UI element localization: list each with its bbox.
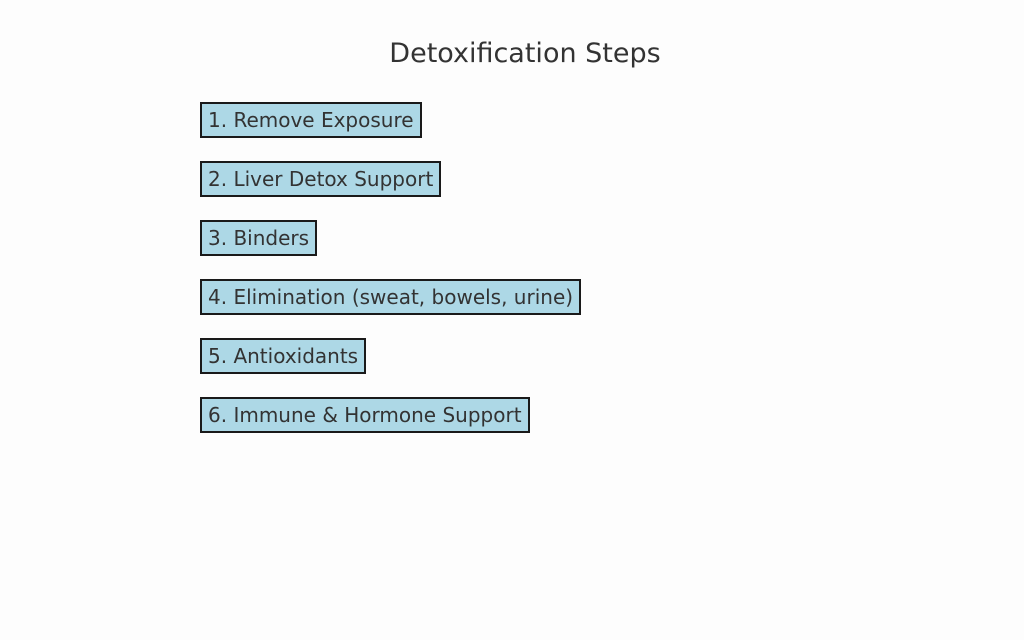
step-box: 2. Liver Detox Support (200, 161, 442, 197)
diagram-title: Detoxification Steps (389, 38, 661, 69)
step-box: 4. Elimination (sweat, bowels, urine) (200, 279, 582, 315)
step-box: 3. Binders (200, 220, 318, 256)
step-box: 6. Immune & Hormone Support (200, 397, 530, 433)
step-box: 5. Antioxidants (200, 338, 367, 374)
steps-list: 1. Remove Exposure 2. Liver Detox Suppor… (200, 102, 582, 456)
step-box: 1. Remove Exposure (200, 102, 422, 138)
